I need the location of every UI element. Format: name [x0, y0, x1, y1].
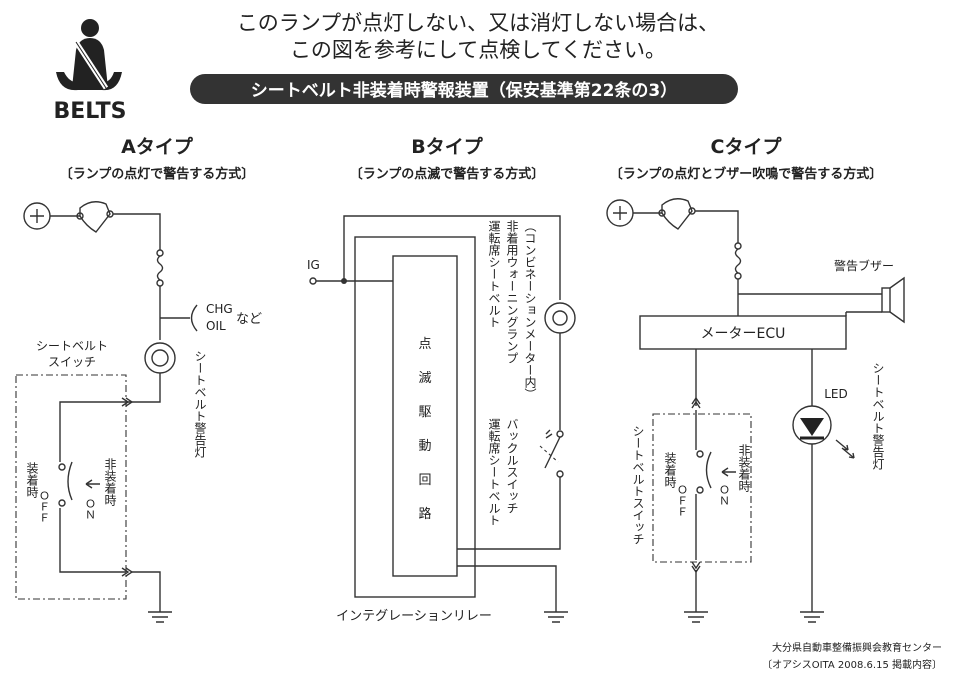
- type-a-warning-lamp-label: シートベルト警告灯: [193, 350, 207, 459]
- led-label: LED: [824, 387, 848, 401]
- header-line-2: この図を参考にして点検してください。: [290, 38, 666, 62]
- integration-relay-box: [354, 236, 476, 598]
- ignition-switch-icon: [79, 201, 111, 233]
- type-a-title: Aタイプ: [121, 135, 194, 158]
- seatbelt-icon: [56, 19, 122, 91]
- belt-switch-contact: [67, 461, 73, 501]
- type-a-fastened: 装着時: [25, 462, 39, 498]
- type-c-warning-lamp-label: シートベルト警告灯: [871, 362, 885, 471]
- header-line-1: このランプが点灯しない、又は消灯しない場合は、: [237, 11, 719, 35]
- lamp-label-1: （コンビネーションメーター内）: [523, 220, 537, 400]
- oil-label: OIL: [206, 319, 226, 333]
- type-c-title: Cタイプ: [711, 135, 783, 158]
- type-c-switch-label: シートベルトスイッチ: [631, 425, 645, 545]
- ground-icon: [544, 611, 568, 623]
- buzzer-icon: [881, 287, 891, 313]
- ground-icon: [148, 611, 172, 623]
- buckle-switch-contact: [544, 436, 561, 469]
- buckle-label-2: 運転席シートベルト: [487, 418, 501, 526]
- fuse-icon: [734, 248, 742, 274]
- fuse-icon: [156, 255, 164, 281]
- meter-ecu-label: メーターECU: [701, 326, 786, 342]
- logo-text: BELTS: [53, 99, 126, 124]
- driver-char-1: 滅: [418, 371, 431, 386]
- warning-lamp-icon: [144, 342, 176, 374]
- driver-char-4: 回: [418, 473, 431, 488]
- flasher-drive-label: 点 滅 駆 動 回 路: [418, 337, 431, 522]
- type-b-circuit: [309, 215, 576, 623]
- buckle-label-1: バックルスイッチ: [505, 418, 519, 514]
- banner-text: シートベルト非装着時警報装置（保安基準第22条の3）: [251, 80, 678, 101]
- title-banner: [190, 74, 738, 104]
- ground-icon: [800, 611, 824, 623]
- lamp-label-3: 運転席シートベルト: [487, 220, 501, 328]
- meter-ecu-box: [639, 315, 847, 350]
- ground-icon: [684, 611, 708, 623]
- type-b-subtitle: 〔ランプの点滅で警告する方式〕: [350, 166, 545, 182]
- type-c-subtitle: 〔ランプの点灯とブザー吹鳴で警告する方式〕: [610, 166, 883, 182]
- type-c-on: ＯＮ: [718, 484, 731, 506]
- switch-label-2: スイッチ: [48, 355, 96, 369]
- ig-label: IG: [307, 258, 320, 272]
- driver-char-5: 路: [418, 506, 431, 522]
- driver-char-0: 点: [418, 337, 431, 352]
- type-c-fastened: 装着時: [663, 452, 677, 488]
- lamp-label-2: 非着用ウォーニングランプ: [505, 220, 519, 364]
- nado-label: など: [236, 312, 262, 327]
- warning-lamp-icon: [544, 302, 576, 334]
- type-c-unfastened: 非装着時: [737, 444, 751, 492]
- ignition-switch-icon: [661, 198, 693, 230]
- type-a-on: ＯＮ: [84, 498, 97, 520]
- footer-line-1: 大分県自動車整備振興会教育センター: [772, 641, 942, 654]
- type-a-circuit: [15, 201, 198, 623]
- type-a-unfastened: 非装着時: [103, 458, 117, 506]
- buzzer-label: 警告ブザー: [834, 258, 894, 273]
- type-c-circuit: [606, 198, 905, 623]
- relay-label: インテグレーションリレー: [336, 609, 492, 624]
- driver-char-2: 駆: [418, 405, 431, 420]
- type-a-subtitle: 〔ランプの点灯で警告する方式〕: [60, 166, 255, 182]
- type-c-off: ＯＦＦ: [676, 484, 689, 517]
- driver-char-3: 動: [418, 439, 431, 454]
- chg-label: CHG: [206, 302, 233, 316]
- type-b-title: Bタイプ: [411, 135, 483, 158]
- type-a-off: ＯＦＦ: [38, 490, 51, 523]
- switch-label-1: シートベルト: [36, 339, 108, 353]
- seatbelt-switch-box: [15, 374, 127, 600]
- seatbelt-switch-box: [652, 413, 752, 563]
- flasher-drive-circuit-box: [392, 255, 458, 577]
- footer-line-2: 〔オアシスOITA 2008.6.15 掲載内容〕: [762, 658, 942, 671]
